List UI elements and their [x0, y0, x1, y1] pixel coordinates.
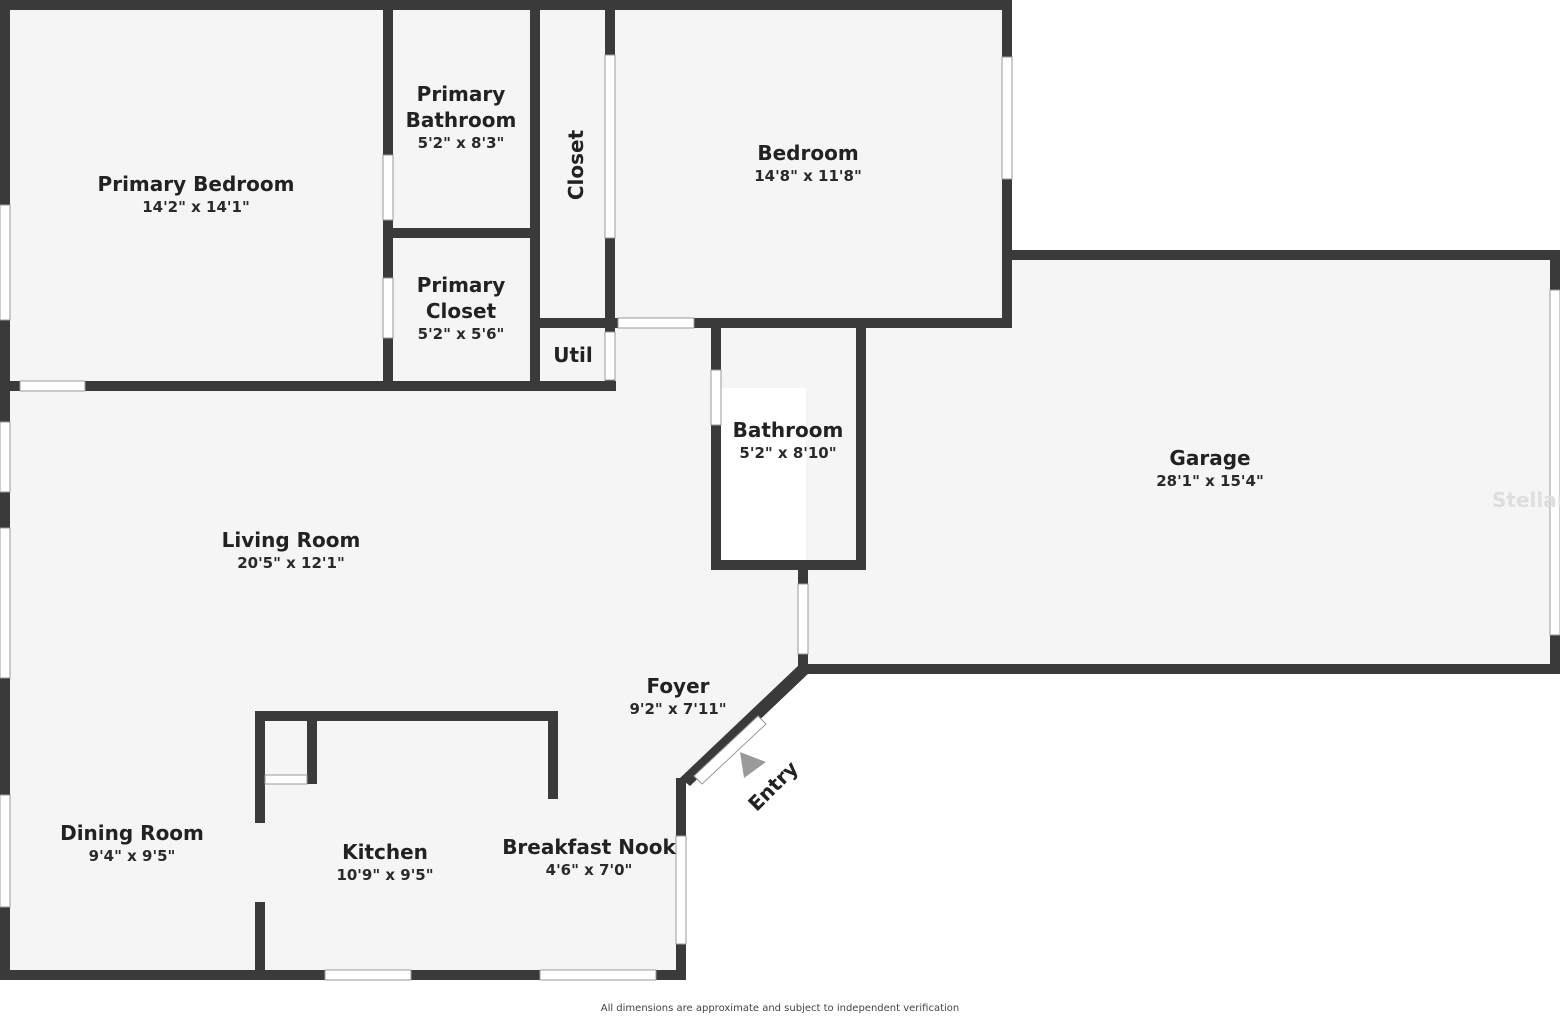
wall-top	[0, 0, 1012, 10]
room-name: Util	[553, 343, 593, 367]
room-name-line2: Closet	[425, 299, 497, 323]
window-nook-right	[675, 835, 687, 945]
window-garage	[1549, 289, 1560, 636]
door-bathroom	[710, 369, 722, 426]
windows	[0, 56, 1560, 981]
wall-bedroom-bottom	[605, 318, 1012, 328]
living-floor-fill	[4, 384, 806, 976]
room-label-primary-bathroom: Primary Bathroom 5'2" x 8'3"	[406, 81, 517, 153]
wall-bathroom-bottom	[711, 560, 866, 570]
door-pantry	[264, 774, 308, 785]
room-name-line1: Primary	[416, 82, 506, 106]
wall-bathroom-left	[711, 318, 721, 570]
room-name: Bathroom	[732, 418, 844, 442]
door-util	[604, 331, 616, 381]
room-name: Breakfast Nook	[502, 835, 676, 859]
wall-bath-closet	[383, 228, 533, 238]
wall-suite-bottom	[0, 381, 616, 391]
room-dimensions: 28'1" x 15'4"	[1156, 472, 1264, 490]
window-kitchen	[324, 969, 412, 981]
watermark: StellarM	[1492, 488, 1560, 512]
door-living-top-left	[19, 380, 86, 392]
window-bedroom	[1001, 56, 1013, 180]
room-name: Bedroom	[757, 141, 859, 165]
room-label-kitchen: Kitchen 10'9" x 9'5"	[336, 839, 433, 885]
wall-closet-column-left	[530, 0, 540, 391]
floor-fills	[4, 4, 1558, 976]
room-dimensions: 9'4" x 9'5"	[88, 847, 176, 865]
door-primary-closet	[382, 277, 394, 339]
room-dimensions: 5'2" x 8'10"	[739, 444, 837, 462]
room-name: Dining Room	[60, 821, 204, 845]
entry-arrow-icon	[740, 752, 766, 778]
door-garage	[797, 583, 809, 655]
window-dining	[0, 794, 11, 908]
door-closet-column	[604, 54, 616, 239]
room-name: Primary Bedroom	[97, 172, 295, 196]
room-label-closet: Closet	[564, 129, 588, 201]
room-label-foyer: Foyer 9'2" x 7'11"	[629, 673, 726, 719]
room-label-bathroom: Bathroom 5'2" x 8'10"	[733, 417, 844, 463]
wall-garage-bottom	[800, 664, 1560, 674]
door-openings	[19, 54, 809, 785]
room-dimensions: 20'5" x 12'1"	[237, 554, 345, 572]
wall-pantry-right	[307, 711, 317, 784]
room-name: Foyer	[646, 674, 710, 698]
room-name-line1: Primary	[416, 273, 506, 297]
wall-closet-util	[530, 318, 610, 328]
room-name: Garage	[1169, 446, 1251, 470]
room-label-living-room: Living Room 20'5" x 12'1"	[222, 527, 361, 573]
wall-entry-diagonal	[680, 664, 810, 786]
wall-kitchen-left-lower	[255, 902, 265, 980]
room-name: Living Room	[221, 528, 361, 552]
room-label-breakfast-nook: Breakfast Nook 4'6" x 7'0"	[502, 834, 676, 880]
room-label-garage: Garage 28'1" x 15'4"	[1156, 445, 1264, 491]
room-dimensions: 5'2" x 8'3"	[417, 134, 505, 152]
wall-bathroom-right	[856, 318, 866, 570]
room-dimensions: 9'2" x 7'11"	[629, 700, 727, 718]
room-name: Kitchen	[342, 840, 428, 864]
room-dimensions: 14'2" x 14'1"	[142, 198, 250, 216]
footer-disclaimer: All dimensions are approximate and subje…	[600, 1003, 960, 1014]
room-dimensions: 14'8" x 11'8"	[754, 167, 862, 185]
door-primary-bath	[382, 154, 394, 221]
room-dimensions: 10'9" x 9'5"	[336, 866, 434, 884]
room-label-util: Util	[553, 342, 593, 368]
room-label-primary-closet: Primary Closet 5'2" x 5'6"	[417, 272, 506, 344]
wall-kitchen-right	[548, 711, 558, 799]
room-label-bedroom: Bedroom 14'8" x 11'8"	[754, 140, 862, 186]
room-name-line2: Bathroom	[405, 108, 517, 132]
room-dimensions: 5'2" x 5'6"	[417, 325, 505, 343]
window-nook-bottom	[539, 969, 657, 981]
door-entry	[693, 715, 767, 785]
wall-kitchen-left	[255, 711, 265, 823]
window-living-lower	[0, 527, 11, 679]
wall-garage-top	[1002, 250, 1560, 260]
room-dimensions: 4'6" x 7'0"	[545, 861, 633, 879]
window-living-upper	[0, 421, 11, 493]
window-primary-bedroom	[0, 204, 11, 321]
wall-kitchen-top	[255, 711, 558, 721]
room-label-dining-room: Dining Room 9'4" x 9'5"	[60, 820, 204, 866]
room-label-primary-bedroom: Primary Bedroom 14'2" x 14'1"	[98, 171, 295, 217]
door-bedroom	[617, 317, 695, 329]
